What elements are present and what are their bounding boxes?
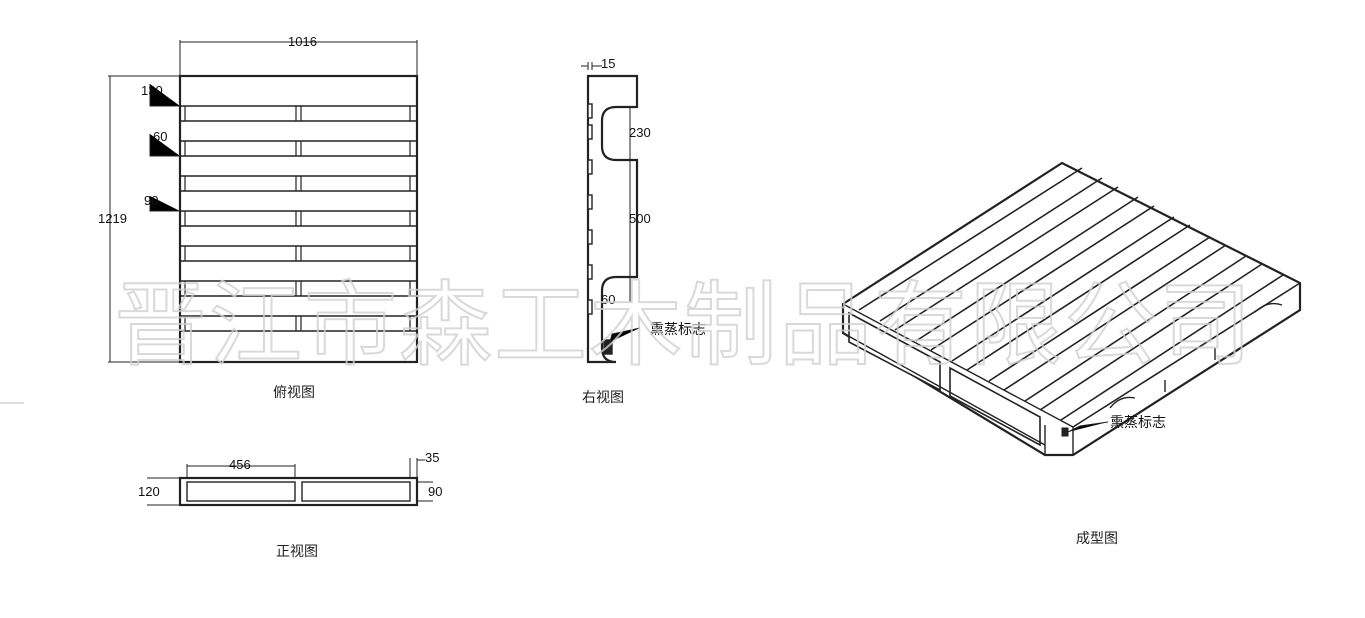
top-view-dimension-lines: [108, 40, 418, 363]
iso-view: 熏蒸标志 成型图: [841, 161, 1302, 547]
iso-view-opening-left: [848, 311, 941, 392]
front-view-top-thick-dim: 35: [425, 450, 439, 465]
right-view-outline: [586, 74, 639, 364]
front-view-opening-right: [301, 481, 411, 502]
top-view: 1016 1219 130 60 90 俯视图: [98, 34, 419, 401]
top-view-outline: [178, 74, 419, 364]
front-view-dimension-lines: [147, 458, 433, 506]
front-view-opening-dim: 456: [229, 457, 251, 472]
top-view-length-dim: 1219: [98, 211, 127, 226]
iso-view-fumigation-mark: [1061, 421, 1109, 437]
iso-view-opening-right: [949, 366, 1041, 447]
right-view-bottom-dim: 60: [601, 292, 615, 307]
right-view-fumigation-label: 熏蒸标志: [650, 322, 706, 338]
right-view-thick-dim: 15: [601, 56, 615, 71]
front-view-opening-left: [186, 481, 296, 502]
front-view-height-dim: 120: [138, 484, 160, 499]
right-view: 15 230 500 60 熏蒸标志 右视图: [581, 56, 706, 406]
top-view-gap-dim: 60: [153, 129, 167, 144]
iso-view-deck-boards: [858, 167, 1301, 428]
right-view-span-dim: 500: [629, 211, 651, 226]
iso-view-caption: 成型图: [1076, 531, 1118, 547]
right-view-caption: 右视图: [582, 390, 624, 406]
right-view-notch-dim: 230: [629, 125, 651, 140]
iso-view-stringers: [842, 302, 1283, 455]
right-view-dimension-lines: [581, 62, 641, 343]
top-view-board-dim: 90: [144, 193, 158, 208]
top-view-width-dim: 1016: [288, 34, 317, 49]
front-view: 456 35 120 90 正视图: [138, 450, 442, 560]
iso-view-fumigation-label: 熏蒸标志: [1110, 415, 1166, 431]
front-view-inner-dim: 90: [428, 484, 442, 499]
top-view-deck-boards: [180, 105, 417, 332]
top-view-caption: 俯视图: [273, 385, 315, 401]
right-view-board-ends: [587, 103, 613, 355]
top-view-deck-end-dim: 130: [141, 83, 163, 98]
front-view-caption: 正视图: [276, 544, 318, 560]
top-view-stringers: [184, 106, 411, 331]
company-watermark: 晋江市森工木制品有限公司: [114, 272, 1254, 379]
